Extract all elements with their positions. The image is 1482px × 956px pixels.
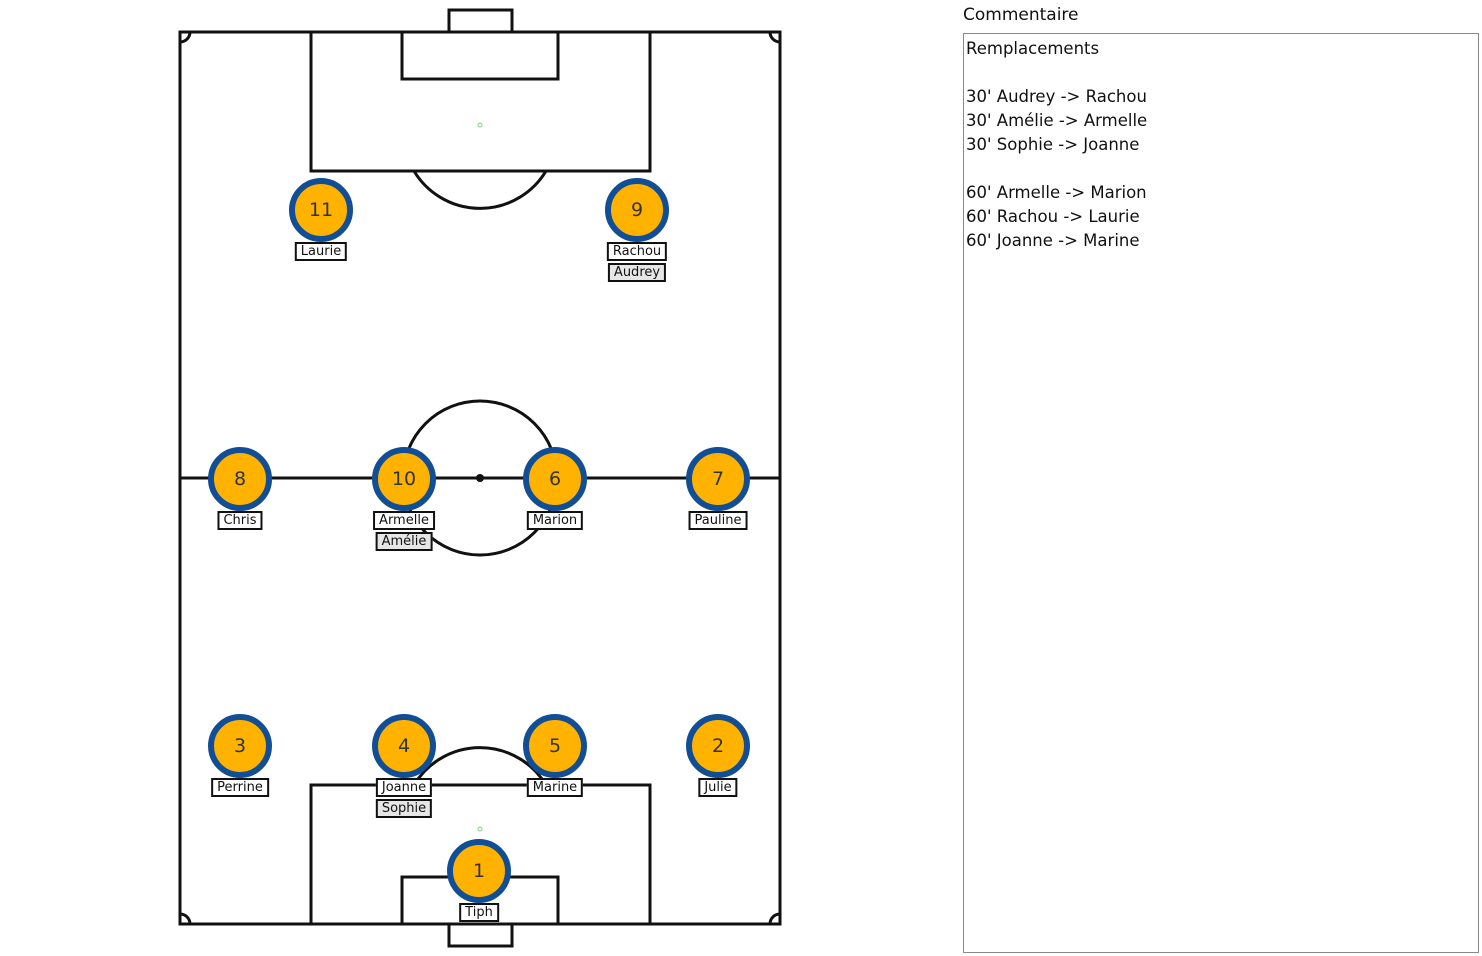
player-name-tag[interactable]: Marine [526, 778, 584, 797]
substitute-name-tag[interactable]: Audrey [607, 263, 667, 282]
corner-arc-top-right [768, 31, 781, 44]
player-marker[interactable]: 6 [523, 447, 587, 511]
top-penalty-area [309, 30, 652, 173]
player-marker[interactable]: 1 [447, 839, 511, 903]
top-penalty-spot [477, 122, 483, 128]
player-name-tag[interactable]: Tiph [459, 903, 499, 922]
player-name-tag[interactable]: Joanne [375, 778, 433, 797]
top-goal [447, 8, 514, 34]
player-marker[interactable]: 11 [289, 178, 353, 242]
corner-arc-top-left [179, 31, 192, 44]
player-marker[interactable]: 3 [208, 714, 272, 778]
top-goal-area [400, 30, 560, 81]
player-name-tag[interactable]: Pauline [688, 511, 748, 530]
comment-textbox[interactable]: Remplacements 30' Audrey -> Rachou 30' A… [963, 33, 1479, 953]
substitute-name-tag[interactable]: Amélie [375, 532, 433, 551]
substitute-name-tag[interactable]: Sophie [375, 799, 433, 818]
player-name-tag[interactable]: Chris [217, 511, 263, 530]
player-name-tag[interactable]: Perrine [211, 778, 269, 797]
player-marker[interactable]: 7 [686, 447, 750, 511]
player-marker[interactable]: 10 [372, 447, 436, 511]
player-marker[interactable]: 4 [372, 714, 436, 778]
bottom-goal [447, 922, 514, 948]
player-marker[interactable]: 5 [523, 714, 587, 778]
corner-arc-bottom-right [768, 912, 781, 925]
comment-label: Commentaire [963, 5, 1079, 25]
corner-arc-bottom-left [179, 912, 192, 925]
player-name-tag[interactable]: Julie [698, 778, 738, 797]
player-name-tag[interactable]: Armelle [373, 511, 435, 530]
top-penalty-arc [412, 170, 548, 210]
player-marker[interactable]: 9 [605, 178, 669, 242]
player-name-tag[interactable]: Marion [526, 511, 584, 530]
player-name-tag[interactable]: Rachou [606, 242, 668, 261]
bottom-penalty-spot [477, 826, 483, 832]
football-pitch [178, 8, 782, 948]
player-marker[interactable]: 8 [208, 447, 272, 511]
center-spot [476, 474, 484, 482]
player-name-tag[interactable]: Laurie [294, 242, 348, 261]
player-marker[interactable]: 2 [686, 714, 750, 778]
